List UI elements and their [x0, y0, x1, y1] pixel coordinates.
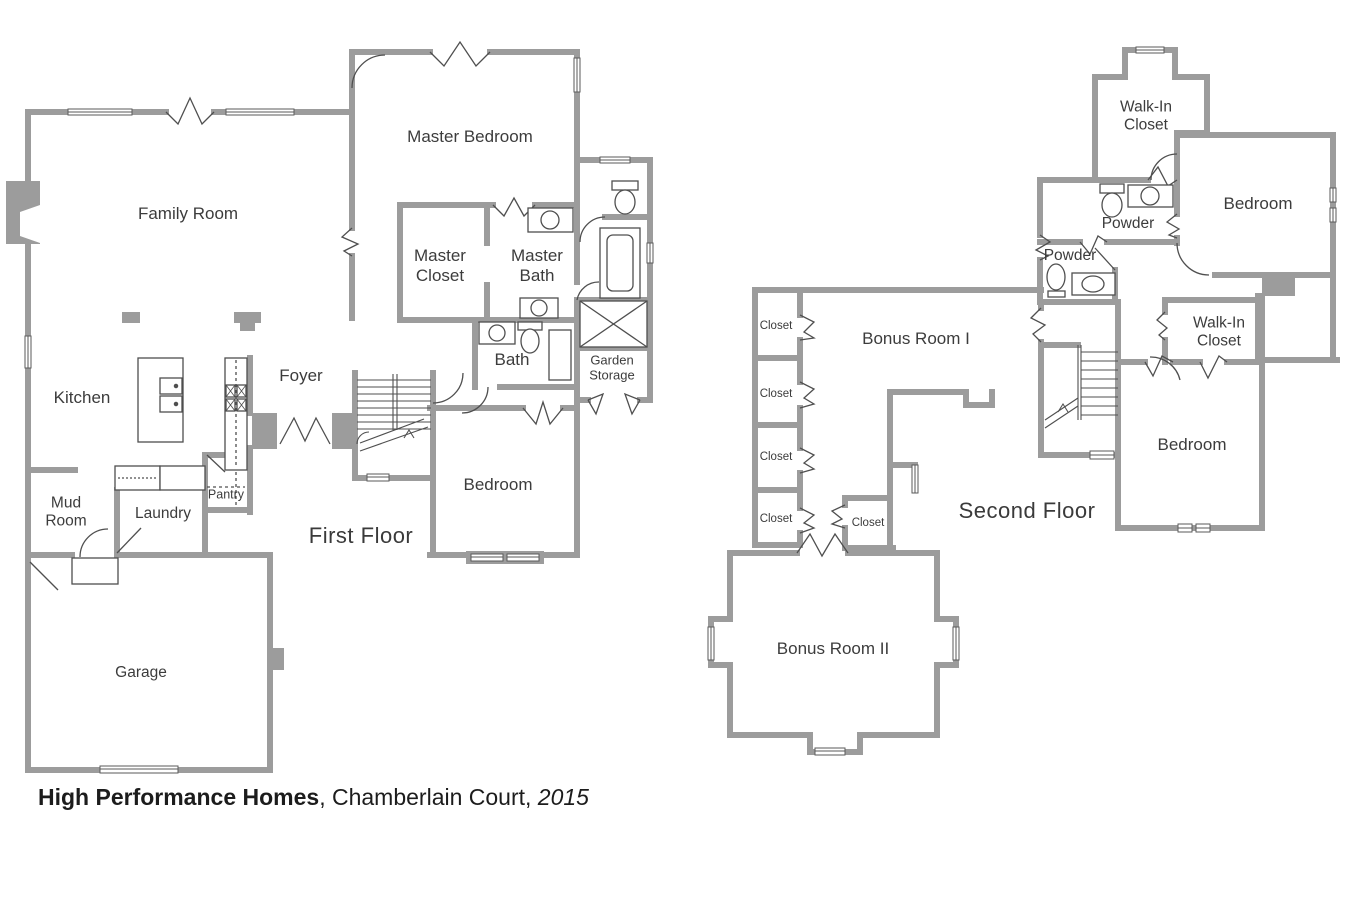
room-label-master-bedroom: Master Bedroom: [407, 126, 533, 146]
sink-icon: [1071, 272, 1116, 296]
wall-stub: [234, 312, 261, 323]
room-label-bedroom-upper: Bedroom: [1223, 193, 1293, 213]
room-label-kitchen: Kitchen: [53, 387, 111, 407]
linen-cabinet: [548, 329, 572, 381]
stove-icon: [224, 357, 248, 471]
entry-post: [332, 413, 357, 449]
room-label-closet-3: Closet: [759, 451, 793, 464]
second-floor-plan: [708, 47, 1340, 755]
door-swing-icon: [1094, 153, 1210, 381]
window-icon: [24, 57, 654, 774]
wall-stub: [122, 312, 140, 323]
room-label-walk-in-closet-lower: Walk-In Closet: [1193, 314, 1245, 350]
room-label-foyer: Foyer: [279, 365, 323, 385]
caption-address: , Chamberlain Court,: [319, 784, 538, 810]
caption-year: 2015: [537, 784, 589, 810]
room-label-garden-storage: Garden Storage: [589, 352, 635, 383]
pantry-shelves: [207, 472, 245, 508]
room-label-powder-upper: Powder: [1101, 214, 1155, 232]
room-label-closet-2: Closet: [759, 388, 793, 401]
room-label-pantry: Pantry: [207, 487, 245, 502]
second-floor-windows: [707, 46, 1337, 756]
room-label-bath: Bath: [494, 349, 530, 369]
room-label-mud-room: Mud Room: [45, 494, 87, 530]
room-label-bonus-room-2: Bonus Room II: [776, 638, 890, 658]
fireplace-icon: [6, 181, 40, 244]
stairs-icon: [356, 374, 431, 452]
room-label-walk-in-closet-upper: Walk-In Closet: [1120, 98, 1172, 134]
kitchen-island-icon: [137, 357, 184, 443]
first-floor-title: First Floor: [308, 523, 414, 549]
room-label-garage: Garage: [115, 663, 167, 681]
room-label-master-bath: Master Bath: [511, 245, 563, 285]
sink-icon: [1127, 184, 1174, 208]
room-label-closet-1: Closet: [759, 320, 793, 333]
caption-builder-name: High Performance Homes: [38, 784, 320, 810]
wall-stub: [240, 322, 255, 331]
room-label-bedroom-first: Bedroom: [463, 474, 533, 494]
shower-icon: [579, 300, 648, 348]
washer-dryer-icon: [114, 465, 206, 491]
door-swing-icon: [29, 54, 606, 591]
sink-icon: [478, 207, 574, 345]
entry-stoop: [71, 557, 119, 585]
room-label-master-closet: Master Closet: [414, 245, 466, 285]
door-opening-icon: [165, 40, 641, 445]
first-floor-solids: [6, 181, 544, 670]
door-opening-icon: [796, 165, 1228, 558]
room-label-family-room: Family Room: [137, 203, 239, 223]
room-label-bedroom-lower: Bedroom: [1157, 434, 1227, 454]
wall-stub: [270, 648, 284, 670]
room-label-bonus-room-1: Bonus Room I: [862, 328, 970, 348]
toilet-icon: [1046, 263, 1066, 298]
bathtub-icon: [599, 227, 641, 299]
first-floor-fixtures: [29, 40, 648, 591]
toilet-icon: [611, 180, 639, 215]
room-label-laundry: Laundry: [134, 504, 192, 522]
room-label-powder-lower: Powder: [1043, 246, 1097, 264]
room-label-closet-hall: Closet: [851, 517, 885, 530]
window-icon: [707, 46, 1337, 756]
first-floor-plan: [25, 49, 653, 773]
second-floor-fixtures: [796, 153, 1228, 558]
stairs-icon: [1044, 345, 1118, 429]
wall-notch: [1262, 272, 1295, 296]
second-floor-solids: [1262, 272, 1295, 296]
toilet-icon: [517, 321, 543, 354]
room-label-closet-4: Closet: [759, 513, 793, 526]
toilet-icon: [1099, 183, 1125, 218]
entry-post: [252, 413, 277, 449]
caption: High Performance Homes, Chamberlain Cour…: [38, 784, 589, 811]
second-floor-title: Second Floor: [958, 498, 1096, 524]
first-floor-windows: [24, 57, 654, 774]
